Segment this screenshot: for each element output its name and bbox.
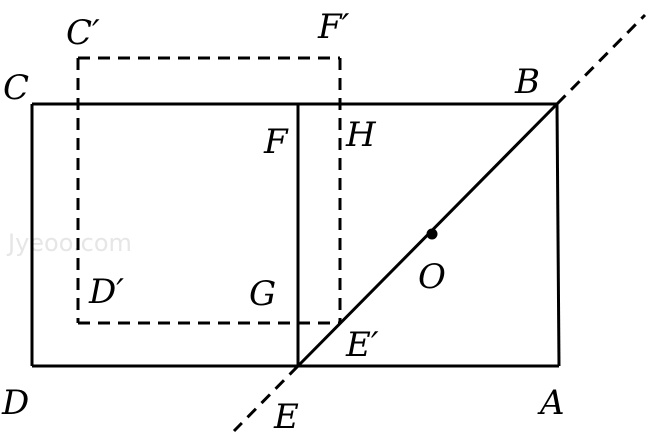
label-e-prime: E′ xyxy=(345,325,379,365)
point-o xyxy=(426,228,438,240)
label-b: B xyxy=(514,62,540,102)
dashed-extension-upper xyxy=(555,13,647,106)
label-f-prime: F′ xyxy=(317,7,350,47)
dashed-extension-lower xyxy=(232,364,300,433)
label-d-prime: D′ xyxy=(88,272,124,312)
label-d: D xyxy=(1,383,29,423)
label-c-prime: C′ xyxy=(66,13,100,53)
label-g: G xyxy=(249,274,276,314)
label-h: H xyxy=(345,115,377,155)
label-a: A xyxy=(537,383,565,423)
segment-ba xyxy=(555,103,561,367)
label-c: C xyxy=(3,68,29,108)
label-f: F xyxy=(263,122,289,162)
watermark: Jyeoo.com xyxy=(6,229,132,257)
label-e: E xyxy=(273,397,299,435)
label-o: O xyxy=(418,257,446,297)
